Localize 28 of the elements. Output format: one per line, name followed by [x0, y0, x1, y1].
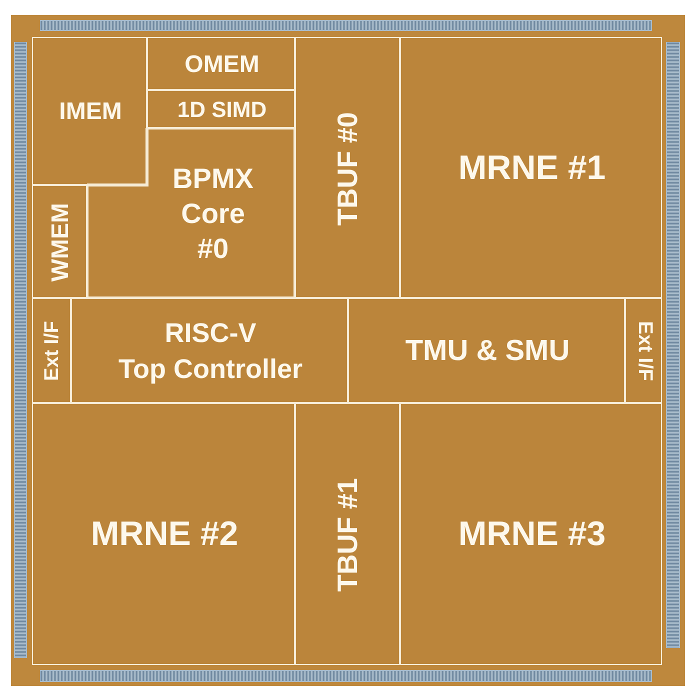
chip-block [400, 37, 662, 298]
chip-block [32, 403, 295, 665]
chip-block [32, 37, 147, 185]
block-label: IMEM [59, 98, 122, 126]
block-label: OMEM [184, 50, 260, 78]
chip-block [147, 90, 295, 128]
block-label: TMU & SMU [405, 334, 570, 368]
chip-block [295, 403, 400, 665]
chip-block [71, 298, 348, 403]
chip-block [625, 298, 662, 403]
chip-block [400, 403, 662, 665]
chip-block [295, 37, 400, 298]
block-label: RISC-V Top Controller [118, 317, 302, 386]
chip-block [348, 298, 625, 403]
chip-block [32, 185, 87, 298]
block-label: MRNE #3 [458, 515, 606, 555]
block-label: MRNE #2 [90, 515, 238, 555]
block-label: BPMX Core #0 [172, 162, 254, 266]
block-label: WMEM [46, 203, 74, 282]
block-label: TBUF #0 [332, 112, 364, 226]
block-label: Ext I/F [633, 321, 656, 382]
block-label: TBUF #1 [332, 478, 364, 592]
chip-block [32, 298, 71, 403]
block-label: Ext I/F [41, 321, 64, 382]
block-label: 1D SIMD [177, 97, 267, 123]
block-label: MRNE #1 [458, 148, 606, 188]
chip-block [87, 128, 295, 298]
chip-block [147, 37, 295, 90]
